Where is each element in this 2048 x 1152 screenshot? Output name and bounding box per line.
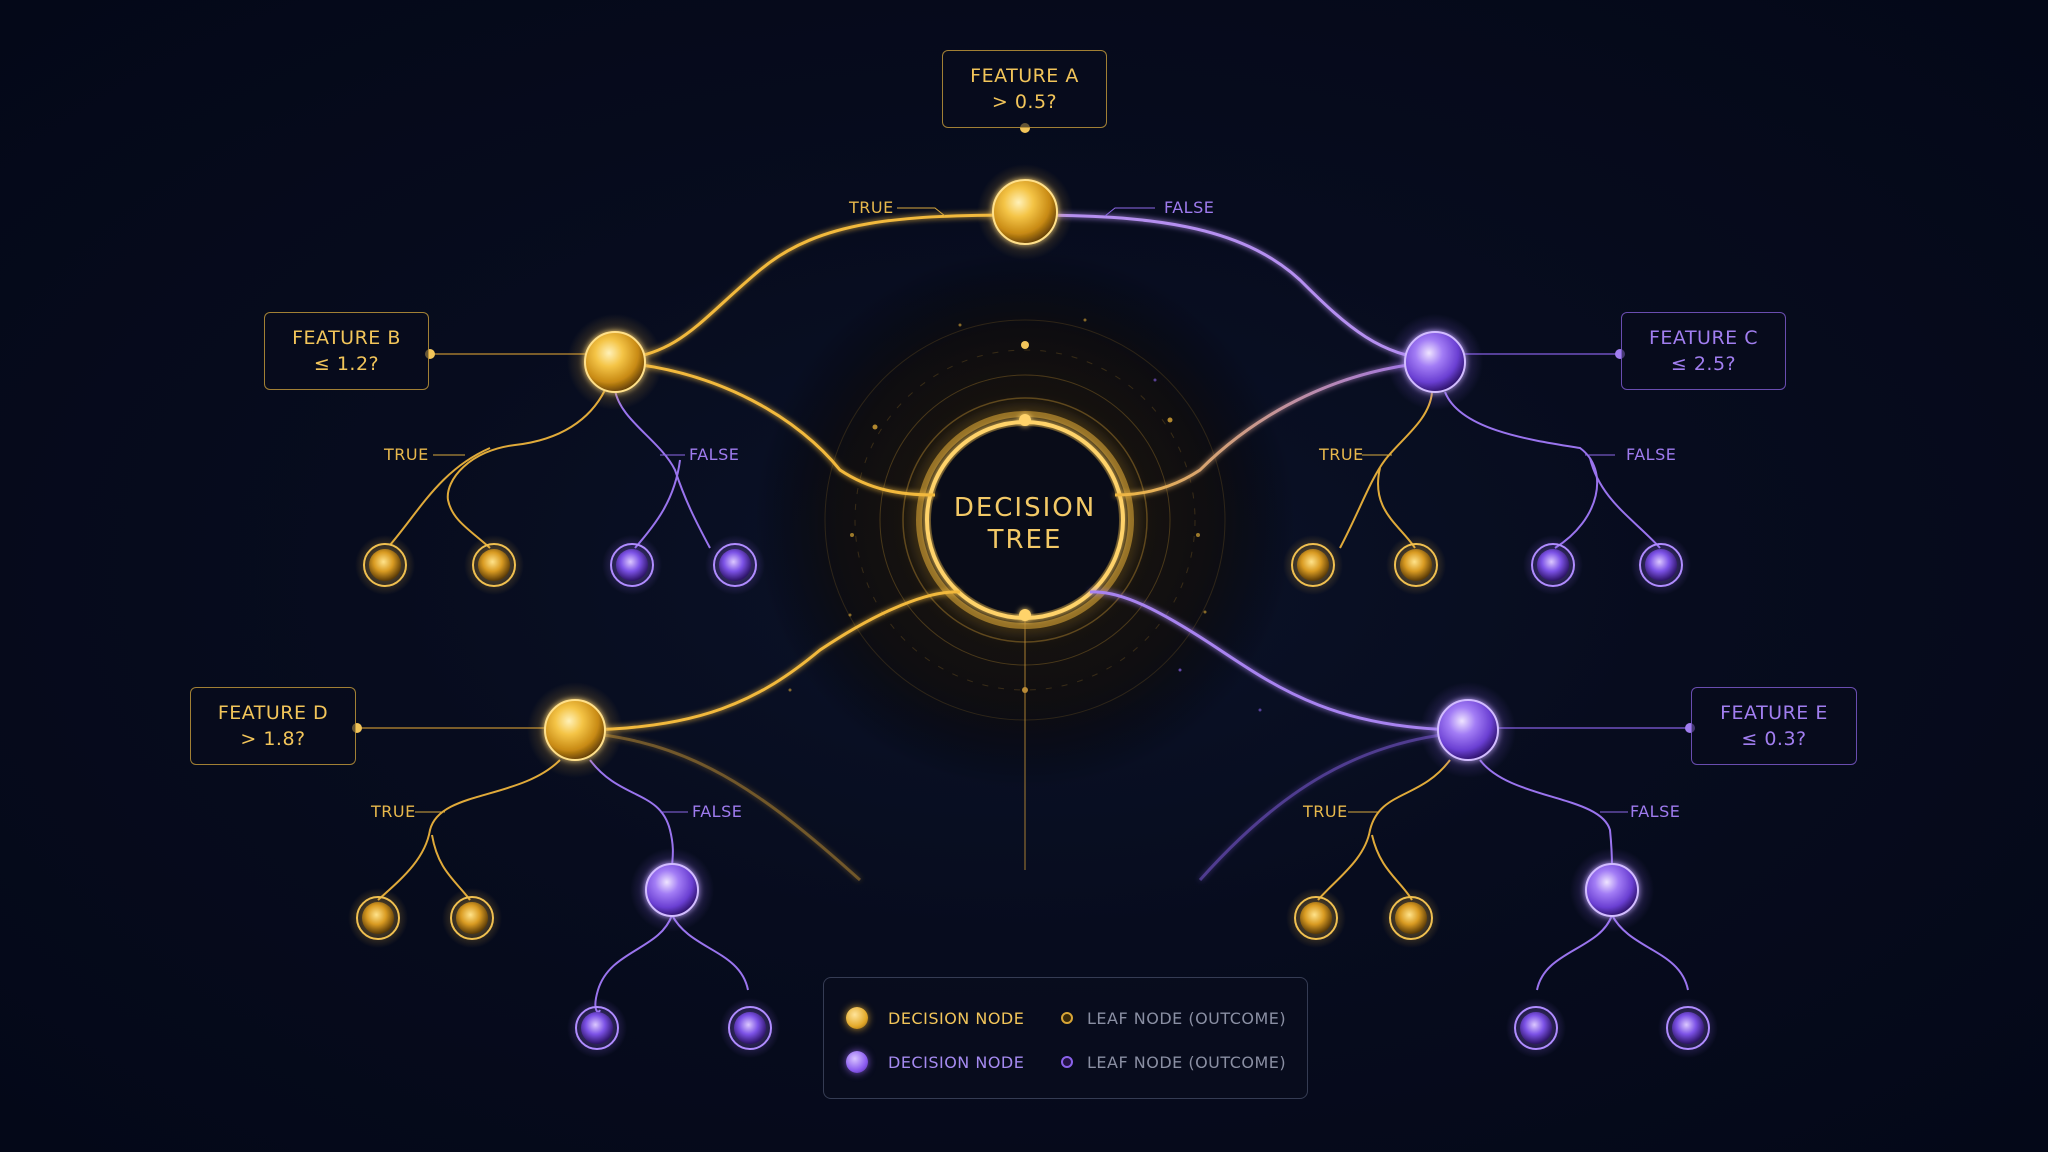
- branch-label-false: FALSE: [1164, 198, 1215, 217]
- leaf-node-gold[interactable]: [355, 535, 415, 595]
- branch-label-false: FALSE: [1630, 802, 1681, 821]
- leaf-node-gold[interactable]: [1283, 535, 1343, 595]
- particles: [788, 318, 1262, 712]
- legend-purple-decision-label: DECISION NODE: [888, 1052, 1025, 1072]
- center-title-line1: DECISION: [953, 493, 1097, 523]
- feature-e-condition: ≤ 0.3?: [1741, 728, 1807, 750]
- legend-row-gold: DECISION NODE: [846, 1004, 1024, 1032]
- leaf-node-purple[interactable]: [602, 535, 662, 595]
- legend-leaf-gold: LEAF NODE (OUTCOME): [1061, 1004, 1286, 1032]
- feature-a-label: FEATURE A > 0.5?: [942, 50, 1107, 128]
- leaf-node-purple[interactable]: [705, 535, 765, 595]
- feature-a-name: FEATURE A: [970, 65, 1079, 87]
- label-connectors: [352, 349, 1695, 733]
- feature-d-label: FEATURE D > 1.8?: [190, 687, 356, 765]
- feature-b-label: FEATURE B ≤ 1.2?: [264, 312, 429, 390]
- feature-c-label: FEATURE C ≤ 2.5?: [1621, 312, 1786, 390]
- leaf-node-purple[interactable]: [1523, 535, 1583, 595]
- branch-label-true: TRUE: [371, 802, 416, 821]
- decision-node-a[interactable]: [977, 164, 1073, 260]
- decision-node-b[interactable]: [567, 314, 663, 410]
- decision-node-e-false[interactable]: [1570, 848, 1654, 932]
- branch-label-true: TRUE: [849, 198, 894, 217]
- legend-gold-leaf-label: LEAF NODE (OUTCOME): [1087, 1008, 1287, 1028]
- leaf-node-purple[interactable]: [1506, 998, 1566, 1058]
- branch-label-true: TRUE: [1303, 802, 1348, 821]
- branch-label-true: TRUE: [384, 445, 429, 464]
- feature-e-label: FEATURE E ≤ 0.3?: [1691, 687, 1857, 765]
- legend-row-purple: DECISION NODE: [846, 1048, 1024, 1076]
- leaf-nodes: [348, 535, 1718, 1058]
- branch-label-true: TRUE: [1319, 445, 1364, 464]
- leaf-node-purple[interactable]: [1658, 998, 1718, 1058]
- decision-node-e[interactable]: [1420, 682, 1516, 778]
- feature-b-condition: ≤ 1.2?: [313, 353, 380, 375]
- feature-c-condition: ≤ 2.5?: [1670, 353, 1737, 375]
- leaf-node-gold[interactable]: [348, 888, 408, 948]
- feature-e-name: FEATURE E: [1720, 702, 1828, 724]
- purple-decision-dot-icon: [846, 1051, 868, 1073]
- leaf-node-gold[interactable]: [442, 888, 502, 948]
- center-node-title: DECISION TREE: [925, 492, 1125, 556]
- decision-nodes: [527, 164, 1654, 932]
- leaf-node-gold[interactable]: [464, 535, 524, 595]
- gold-leaf-ring-icon: [1061, 1012, 1073, 1024]
- feature-d-name: FEATURE D: [217, 702, 329, 724]
- decision-node-d[interactable]: [527, 682, 623, 778]
- legend-leaf-purple: LEAF NODE (OUTCOME): [1061, 1048, 1286, 1076]
- leaf-node-purple[interactable]: [720, 998, 780, 1058]
- feature-b-name: FEATURE B: [292, 327, 401, 349]
- legend: DECISION NODE DECISION NODE LEAF NODE (O…: [823, 977, 1308, 1099]
- feature-a-condition: > 0.5?: [991, 91, 1058, 113]
- feature-c-name: FEATURE C: [1649, 327, 1758, 349]
- leaf-node-purple[interactable]: [1631, 535, 1691, 595]
- feature-d-condition: > 1.8?: [240, 728, 306, 750]
- legend-gold-decision-label: DECISION NODE: [888, 1008, 1025, 1028]
- purple-leaf-ring-icon: [1061, 1056, 1073, 1068]
- decision-node-c[interactable]: [1387, 314, 1483, 410]
- decision-node-d-false[interactable]: [630, 848, 714, 932]
- center-title-line2: TREE: [987, 525, 1063, 555]
- branch-ticks: [415, 207, 1628, 813]
- leaf-node-gold[interactable]: [1381, 888, 1441, 948]
- legend-purple-leaf-label: LEAF NODE (OUTCOME): [1087, 1052, 1287, 1072]
- leaf-node-gold[interactable]: [1386, 535, 1446, 595]
- leaf-node-purple[interactable]: [567, 998, 627, 1058]
- branch-label-false: FALSE: [689, 445, 740, 464]
- branch-label-false: FALSE: [1626, 445, 1677, 464]
- branch-label-false: FALSE: [692, 802, 743, 821]
- leaf-node-gold[interactable]: [1286, 888, 1346, 948]
- gold-decision-dot-icon: [846, 1007, 868, 1029]
